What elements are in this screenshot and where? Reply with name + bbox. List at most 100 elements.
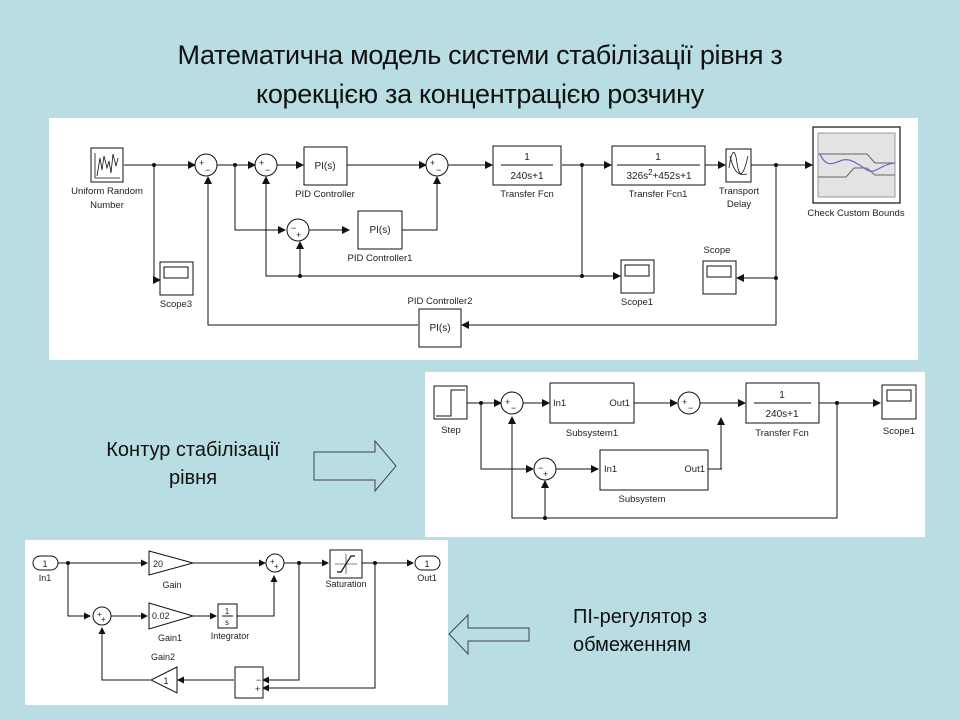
sum2-plus: + bbox=[259, 158, 264, 168]
sum-block-c[interactable] bbox=[677, 391, 701, 415]
subsystem-out: Out1 bbox=[684, 464, 705, 475]
gain1-block[interactable] bbox=[148, 602, 195, 630]
gain2-block[interactable] bbox=[149, 666, 178, 694]
integrator-den: s bbox=[225, 618, 229, 627]
scope3-block[interactable] bbox=[159, 261, 194, 296]
transfer-fcn-num: 1 bbox=[524, 152, 530, 163]
transfer-fcn-2-den: 240s+1 bbox=[765, 409, 799, 420]
pi-caption-line1: ПІ-регулятор з bbox=[573, 606, 708, 628]
subsystem1-in: In1 bbox=[553, 398, 566, 409]
level-loop-caption-line2: рівня bbox=[168, 467, 218, 489]
difference-plus: + bbox=[255, 684, 260, 694]
sum4-minus: − bbox=[436, 165, 441, 175]
sum-block-pi-2[interactable] bbox=[265, 553, 285, 573]
subsystem-block[interactable] bbox=[599, 449, 709, 491]
transfer-fcn-den: 240s+1 bbox=[510, 171, 544, 182]
gain-block[interactable] bbox=[148, 550, 195, 576]
level-loop-diagram: Step + − In1 Out1 Subsystem1 − + In1 Out… bbox=[425, 372, 925, 537]
sum-block-3[interactable] bbox=[286, 218, 310, 242]
gain1-label: Gain1 bbox=[158, 633, 182, 643]
sum-block-2[interactable] bbox=[254, 153, 278, 177]
sum-block-1[interactable] bbox=[194, 153, 218, 177]
integrator-num: 1 bbox=[225, 607, 230, 616]
out1-port[interactable] bbox=[414, 555, 441, 571]
gain-label: Gain bbox=[162, 580, 181, 590]
sum-pi-2-plus-a: + bbox=[270, 557, 275, 566]
subsystem-in: In1 bbox=[604, 464, 617, 475]
uniform-random-label-2: Number bbox=[90, 200, 124, 211]
sum3-plus: + bbox=[296, 230, 301, 240]
difference-minus: − bbox=[256, 675, 261, 685]
sum1-plus: + bbox=[199, 158, 204, 168]
subsystem1-block[interactable] bbox=[549, 382, 635, 424]
gain2-value: 1 bbox=[163, 676, 168, 686]
sum4-plus: + bbox=[430, 158, 435, 168]
sum-pi-1-plus-b: + bbox=[101, 615, 106, 624]
check-custom-bounds-block[interactable] bbox=[812, 126, 901, 204]
in1-port-number: 1 bbox=[42, 559, 47, 569]
out1-port-number: 1 bbox=[424, 559, 429, 569]
scope-label: Scope bbox=[704, 245, 731, 256]
subsystem1-label: Subsystem1 bbox=[566, 428, 618, 439]
arrow-left-icon bbox=[448, 613, 530, 656]
saturation-block[interactable] bbox=[329, 549, 363, 579]
difference-block[interactable] bbox=[234, 666, 264, 699]
scope1-block-2[interactable] bbox=[881, 384, 917, 420]
transport-delay-label-2: Delay bbox=[727, 199, 752, 210]
transfer-fcn1-label: Transfer Fcn1 bbox=[629, 189, 688, 200]
pid-controller1-content: PI(s) bbox=[369, 225, 390, 236]
transfer-fcn-block-2[interactable] bbox=[745, 382, 820, 424]
sum3-minus: − bbox=[291, 223, 296, 233]
in1-port[interactable] bbox=[32, 555, 59, 571]
pid-controller2-content: PI(s) bbox=[429, 323, 450, 334]
pi-limited-diagram: 1 In1 20 Gain + + 0.02 Gain1 1 s Integra… bbox=[25, 540, 448, 705]
check-custom-bounds-label: Check Custom Bounds bbox=[807, 208, 904, 219]
transport-delay-label-1: Transport bbox=[719, 186, 760, 197]
in1-label: In1 bbox=[39, 573, 52, 583]
integrator-label: Integrator bbox=[211, 631, 250, 641]
pid-controller-block[interactable] bbox=[303, 146, 348, 186]
transfer-fcn1-den: 326s2+452s+1 bbox=[626, 168, 692, 182]
sum-block-pi-1[interactable] bbox=[92, 606, 112, 626]
pid-controller-content: PI(s) bbox=[314, 161, 335, 172]
pi-regulator-caption: ПІ-регулятор з обмеженням bbox=[573, 603, 773, 659]
sum1-minus: − bbox=[205, 165, 210, 175]
slide-title-line2: корекцією за концентрацією розчину bbox=[256, 79, 704, 109]
pid-controller1-label: PID Controller1 bbox=[348, 253, 413, 264]
integrator-block[interactable] bbox=[217, 603, 238, 629]
transfer-fcn1-num: 1 bbox=[655, 152, 661, 163]
transfer-fcn-2-num: 1 bbox=[779, 390, 785, 401]
scope3-label: Scope3 bbox=[160, 299, 192, 310]
slide-title-line1: Математична модель системи стабілізації … bbox=[177, 40, 783, 70]
sum-block-4[interactable] bbox=[425, 153, 449, 177]
step-block[interactable] bbox=[433, 385, 468, 420]
sum-c-minus: − bbox=[688, 403, 693, 413]
transfer-fcn-2-label: Transfer Fcn bbox=[755, 428, 809, 439]
pi-caption-line2: обмеженням bbox=[573, 634, 691, 656]
sum-block-b[interactable] bbox=[533, 457, 557, 481]
transfer-fcn-block[interactable] bbox=[492, 145, 562, 186]
step-label: Step bbox=[441, 425, 461, 436]
sum-b-minus: − bbox=[538, 463, 543, 473]
sum-pi-1-plus-a: + bbox=[97, 610, 102, 619]
uniform-random-number-block[interactable] bbox=[90, 147, 124, 183]
out1-label: Out1 bbox=[417, 573, 437, 583]
transfer-fcn-label: Transfer Fcn bbox=[500, 189, 554, 200]
sum-a-plus: + bbox=[505, 397, 510, 407]
gain2-label: Gain2 bbox=[151, 652, 175, 662]
pid-controller2-block[interactable] bbox=[418, 308, 462, 348]
transfer-fcn1-block[interactable] bbox=[611, 145, 706, 186]
scope1-label: Scope1 bbox=[621, 297, 653, 308]
scope1-2-label: Scope1 bbox=[883, 426, 915, 437]
level-loop-caption-line1: Контур стабілізації bbox=[106, 439, 280, 461]
transport-delay-block[interactable] bbox=[725, 148, 752, 183]
sum-a-minus: − bbox=[511, 403, 516, 413]
pid-controller1-block[interactable] bbox=[357, 210, 403, 250]
uniform-random-label-1: Uniform Random bbox=[71, 186, 143, 197]
sum-b-plus: + bbox=[543, 469, 548, 479]
scope-block[interactable] bbox=[702, 260, 737, 295]
scope1-block[interactable] bbox=[620, 259, 655, 294]
subsystem-label: Subsystem bbox=[619, 494, 666, 505]
pid-controller-label: PID Controller bbox=[295, 189, 355, 200]
sum-block-a[interactable] bbox=[500, 391, 524, 415]
